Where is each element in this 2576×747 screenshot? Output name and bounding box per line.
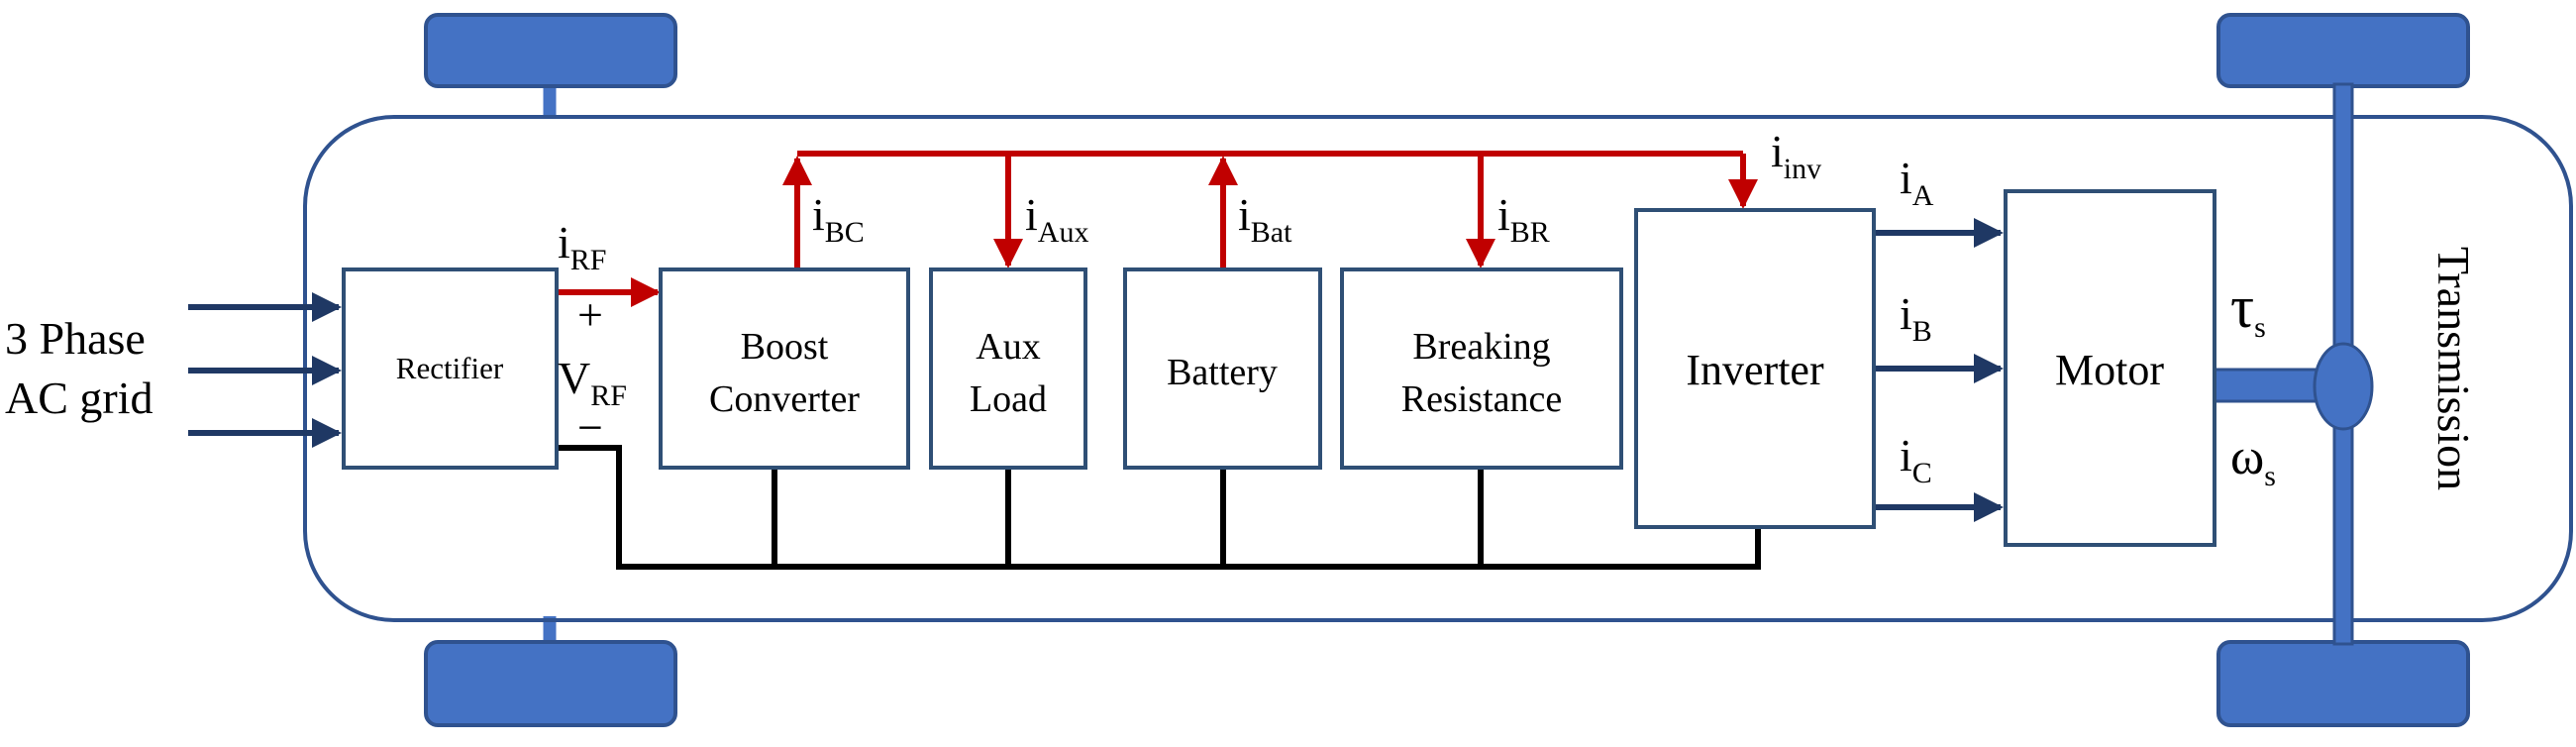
i-c-main: i: [1900, 430, 1912, 480]
inverter-label: Inverter: [1686, 346, 1824, 394]
svg-text:iBR: iBR: [1497, 189, 1550, 249]
i-rf-sub: RF: [570, 244, 607, 276]
omega-s-main: ω: [2230, 429, 2264, 485]
rectifier-label: Rectifier: [396, 351, 504, 385]
transmission-hub: [2313, 342, 2374, 431]
ground-return-line: [557, 445, 1761, 570]
omega-s-sub: s: [2264, 460, 2276, 492]
v-rf-main: V: [558, 353, 590, 403]
svg-text:ωs: ωs: [2230, 429, 2276, 492]
breaking-resistance-block: [1340, 267, 1623, 470]
i-b-label: iB: [1900, 288, 1932, 348]
battery-label: Battery: [1167, 352, 1278, 393]
svg-text:iAux: iAux: [1025, 189, 1088, 249]
svg-text:iBat: iBat: [1238, 189, 1292, 249]
i-inv-label: iinv: [1771, 126, 1821, 185]
i-bc-label: iBC: [812, 189, 865, 249]
i-aux-label: iAux: [1025, 189, 1088, 249]
i-c-label: iC: [1900, 430, 1932, 489]
breaking-label-line1: Breaking: [1412, 326, 1550, 368]
input-label-line1: 3 Phase: [5, 313, 146, 364]
svg-text:iBC: iBC: [812, 189, 865, 249]
omega-s-label: ωs: [2230, 429, 2276, 492]
svg-text:τs: τs: [2230, 274, 2266, 344]
i-bat-label: iBat: [1238, 189, 1292, 249]
tau-s-main: τ: [2230, 274, 2254, 340]
motor-label: Motor: [2055, 346, 2164, 394]
i-inv-main: i: [1771, 126, 1784, 176]
dc-bus: [557, 151, 1758, 307]
tau-s-label: τs: [2230, 274, 2266, 344]
svg-text:iinv: iinv: [1771, 126, 1821, 185]
i-aux-main: i: [1025, 189, 1038, 240]
i-bc-sub: BC: [825, 216, 865, 249]
motor-block: [2004, 189, 2216, 547]
v-rf-label: VRF: [558, 353, 627, 412]
aux-label-line1: Aux: [976, 326, 1040, 368]
blocks: [342, 189, 2216, 547]
tau-s-sub: s: [2254, 311, 2266, 344]
i-a-sub: A: [1912, 179, 1934, 212]
ac-input-arrows: [188, 292, 342, 448]
wheels: [424, 13, 2470, 727]
i-inv-sub: inv: [1784, 153, 1821, 185]
rectifier-block: [342, 267, 559, 470]
battery-block: [1123, 267, 1322, 470]
svg-text:iB: iB: [1900, 288, 1932, 348]
i-bat-main: i: [1238, 189, 1251, 240]
boost-label-line2: Converter: [709, 378, 860, 420]
aux-label-line2: Load: [970, 378, 1047, 420]
transmission-label: Transmission: [2428, 247, 2479, 490]
boost-label-line1: Boost: [741, 326, 829, 368]
i-br-label: iBR: [1497, 189, 1550, 249]
i-aux-sub: Aux: [1038, 216, 1089, 249]
svg-text:iA: iA: [1900, 153, 1934, 212]
front-left-wheel: [424, 13, 677, 88]
i-rf-main: i: [558, 217, 570, 267]
i-br-main: i: [1497, 189, 1510, 240]
rear-right-wheel: [2216, 640, 2470, 727]
i-a-main: i: [1900, 153, 1912, 203]
phase-output-arrows: [1874, 218, 2004, 522]
i-b-main: i: [1900, 288, 1912, 339]
svg-text:iC: iC: [1900, 430, 1932, 489]
i-bat-sub: Bat: [1251, 216, 1292, 249]
v-rf-minus: −: [577, 402, 603, 453]
boost-converter-block: [659, 267, 910, 470]
v-rf-plus: +: [577, 289, 603, 340]
i-br-sub: BR: [1510, 216, 1550, 249]
ground-bus: [557, 445, 1761, 570]
i-a-label: iA: [1900, 153, 1934, 212]
inverter-block: [1634, 208, 1876, 529]
aux-load-block: [929, 267, 1087, 470]
i-rf-label: iRF: [558, 217, 606, 276]
rear-left-wheel: [2216, 13, 2470, 88]
svg-text:iRF: iRF: [558, 217, 606, 276]
breaking-label-line2: Resistance: [1401, 378, 1563, 420]
i-bc-main: i: [812, 189, 825, 240]
front-right-wheel: [424, 640, 677, 727]
i-b-sub: B: [1912, 315, 1932, 348]
v-rf-sub: RF: [590, 379, 627, 412]
i-c-sub: C: [1912, 457, 1932, 489]
input-label-line2: AC grid: [5, 373, 154, 423]
svg-text:VRF: VRF: [558, 353, 627, 412]
